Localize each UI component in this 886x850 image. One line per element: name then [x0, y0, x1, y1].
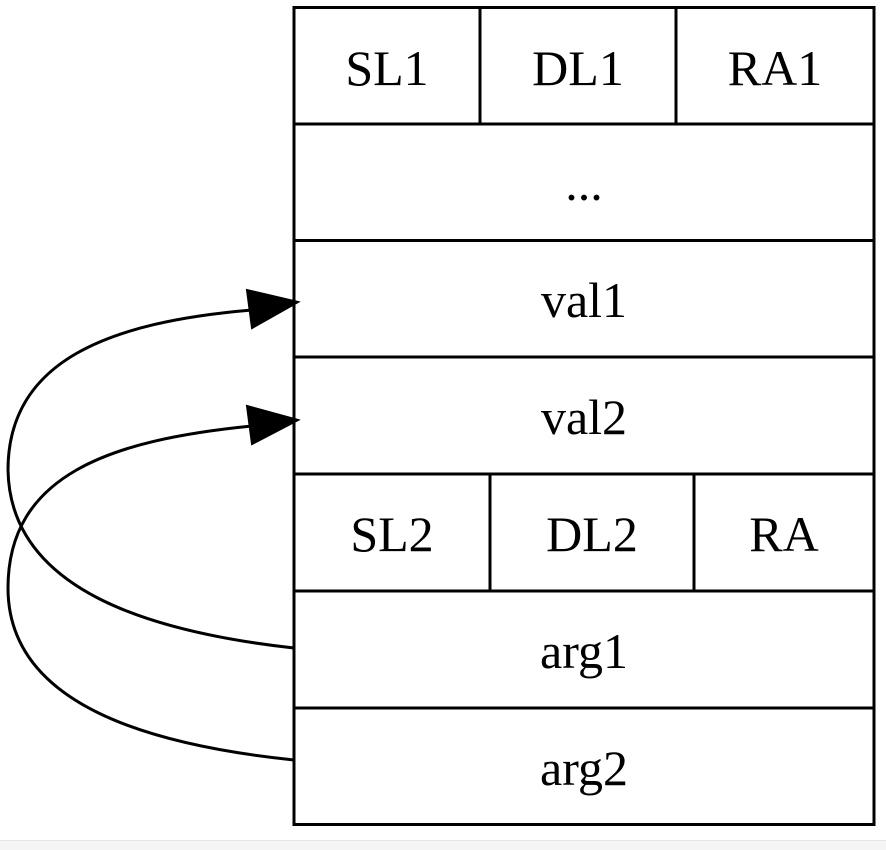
cell-val2: val2 — [541, 389, 627, 445]
record-frame — [292, 6, 876, 826]
edge-arg1-to-val1 — [6, 308, 295, 650]
arrowhead-icon — [245, 404, 301, 446]
cell-arg2: arg2 — [540, 740, 628, 796]
cell-arg1: arg1 — [540, 623, 628, 679]
cell-sl2: SL2 — [350, 506, 433, 562]
cell-ra1: RA1 — [728, 40, 822, 96]
cell-val1: val1 — [541, 272, 627, 328]
cell-ellipsis: ... — [565, 155, 603, 211]
footer-strip — [0, 840, 886, 850]
edge-arg2-to-val2 — [6, 424, 295, 762]
arrowhead-icon — [245, 288, 301, 330]
cell-sl1: SL1 — [345, 40, 428, 96]
cell-dl1: DL1 — [532, 40, 624, 96]
cell-ra: RA — [749, 506, 818, 562]
cell-dl2: DL2 — [546, 506, 638, 562]
